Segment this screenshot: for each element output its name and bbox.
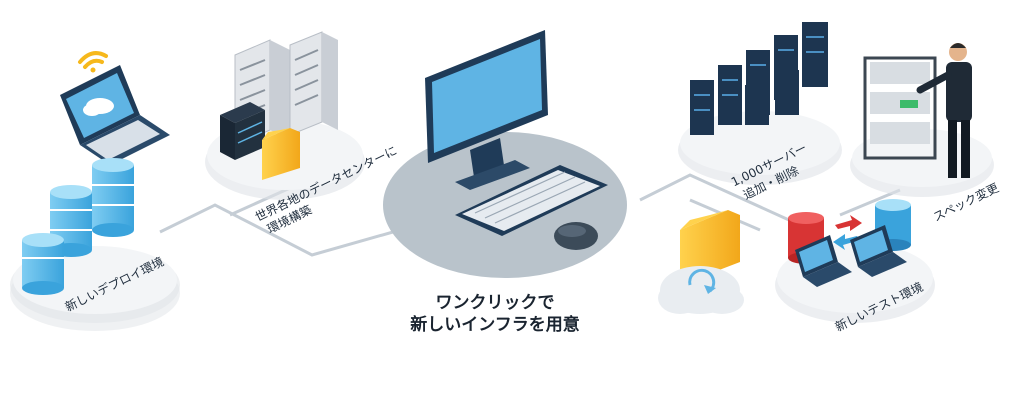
center-title-line2: 新しいインフラを用意 bbox=[410, 315, 580, 335]
monitor-icon bbox=[425, 30, 548, 190]
center-title: ワンクリックで 新しいインフラを用意 bbox=[385, 292, 605, 336]
server-cluster-icon bbox=[690, 22, 828, 135]
wifi-icon bbox=[78, 51, 108, 73]
keyboard-icon bbox=[455, 165, 608, 236]
mouse-icon bbox=[554, 222, 598, 250]
servers-platform bbox=[678, 111, 842, 185]
folder-icon bbox=[262, 128, 300, 180]
database-icon bbox=[92, 158, 134, 237]
engineer-figure bbox=[916, 43, 972, 178]
laptop-cloud-icon bbox=[60, 65, 170, 165]
server-cluster-lights bbox=[694, 36, 824, 111]
database-icon bbox=[22, 233, 64, 295]
connector-lines bbox=[159, 168, 901, 257]
center-title-line1: ワンクリックで bbox=[435, 293, 555, 313]
hardware-rack-icon bbox=[863, 56, 937, 160]
laptop-icon bbox=[850, 225, 907, 277]
cloud-folder-sync-icon bbox=[658, 210, 744, 314]
dark-server-icon bbox=[220, 102, 265, 160]
laptop-icon bbox=[795, 235, 852, 287]
sync-arrows-icon bbox=[833, 215, 862, 250]
